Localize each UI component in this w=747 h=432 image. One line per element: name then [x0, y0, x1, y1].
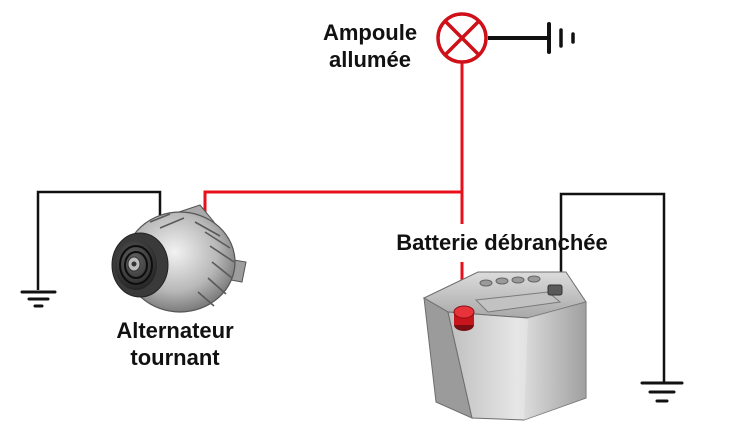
- ground-wire-alternator: [36, 190, 162, 290]
- battery-label: Batterie débranchée: [372, 229, 632, 256]
- bulb-label-line2: allumée: [329, 47, 411, 72]
- alternator-label-line1: Alternateur: [116, 318, 234, 343]
- alternator-label: Alternateur tournant: [95, 317, 255, 371]
- battery-label-text: Batterie débranchée: [396, 230, 608, 255]
- ground-icon: [20, 290, 57, 308]
- battery-icon: [422, 271, 587, 421]
- bulb-label: Ampoule allumée: [300, 19, 440, 73]
- lamp-icon: [436, 12, 488, 64]
- alternator-icon: [111, 204, 247, 313]
- ground-icon: [547, 22, 575, 54]
- bulb-label-line1: Ampoule: [322, 20, 418, 45]
- ground-wire-battery: [559, 192, 666, 383]
- alternator-label-line2: tournant: [130, 345, 220, 370]
- ground-icon: [640, 381, 684, 403]
